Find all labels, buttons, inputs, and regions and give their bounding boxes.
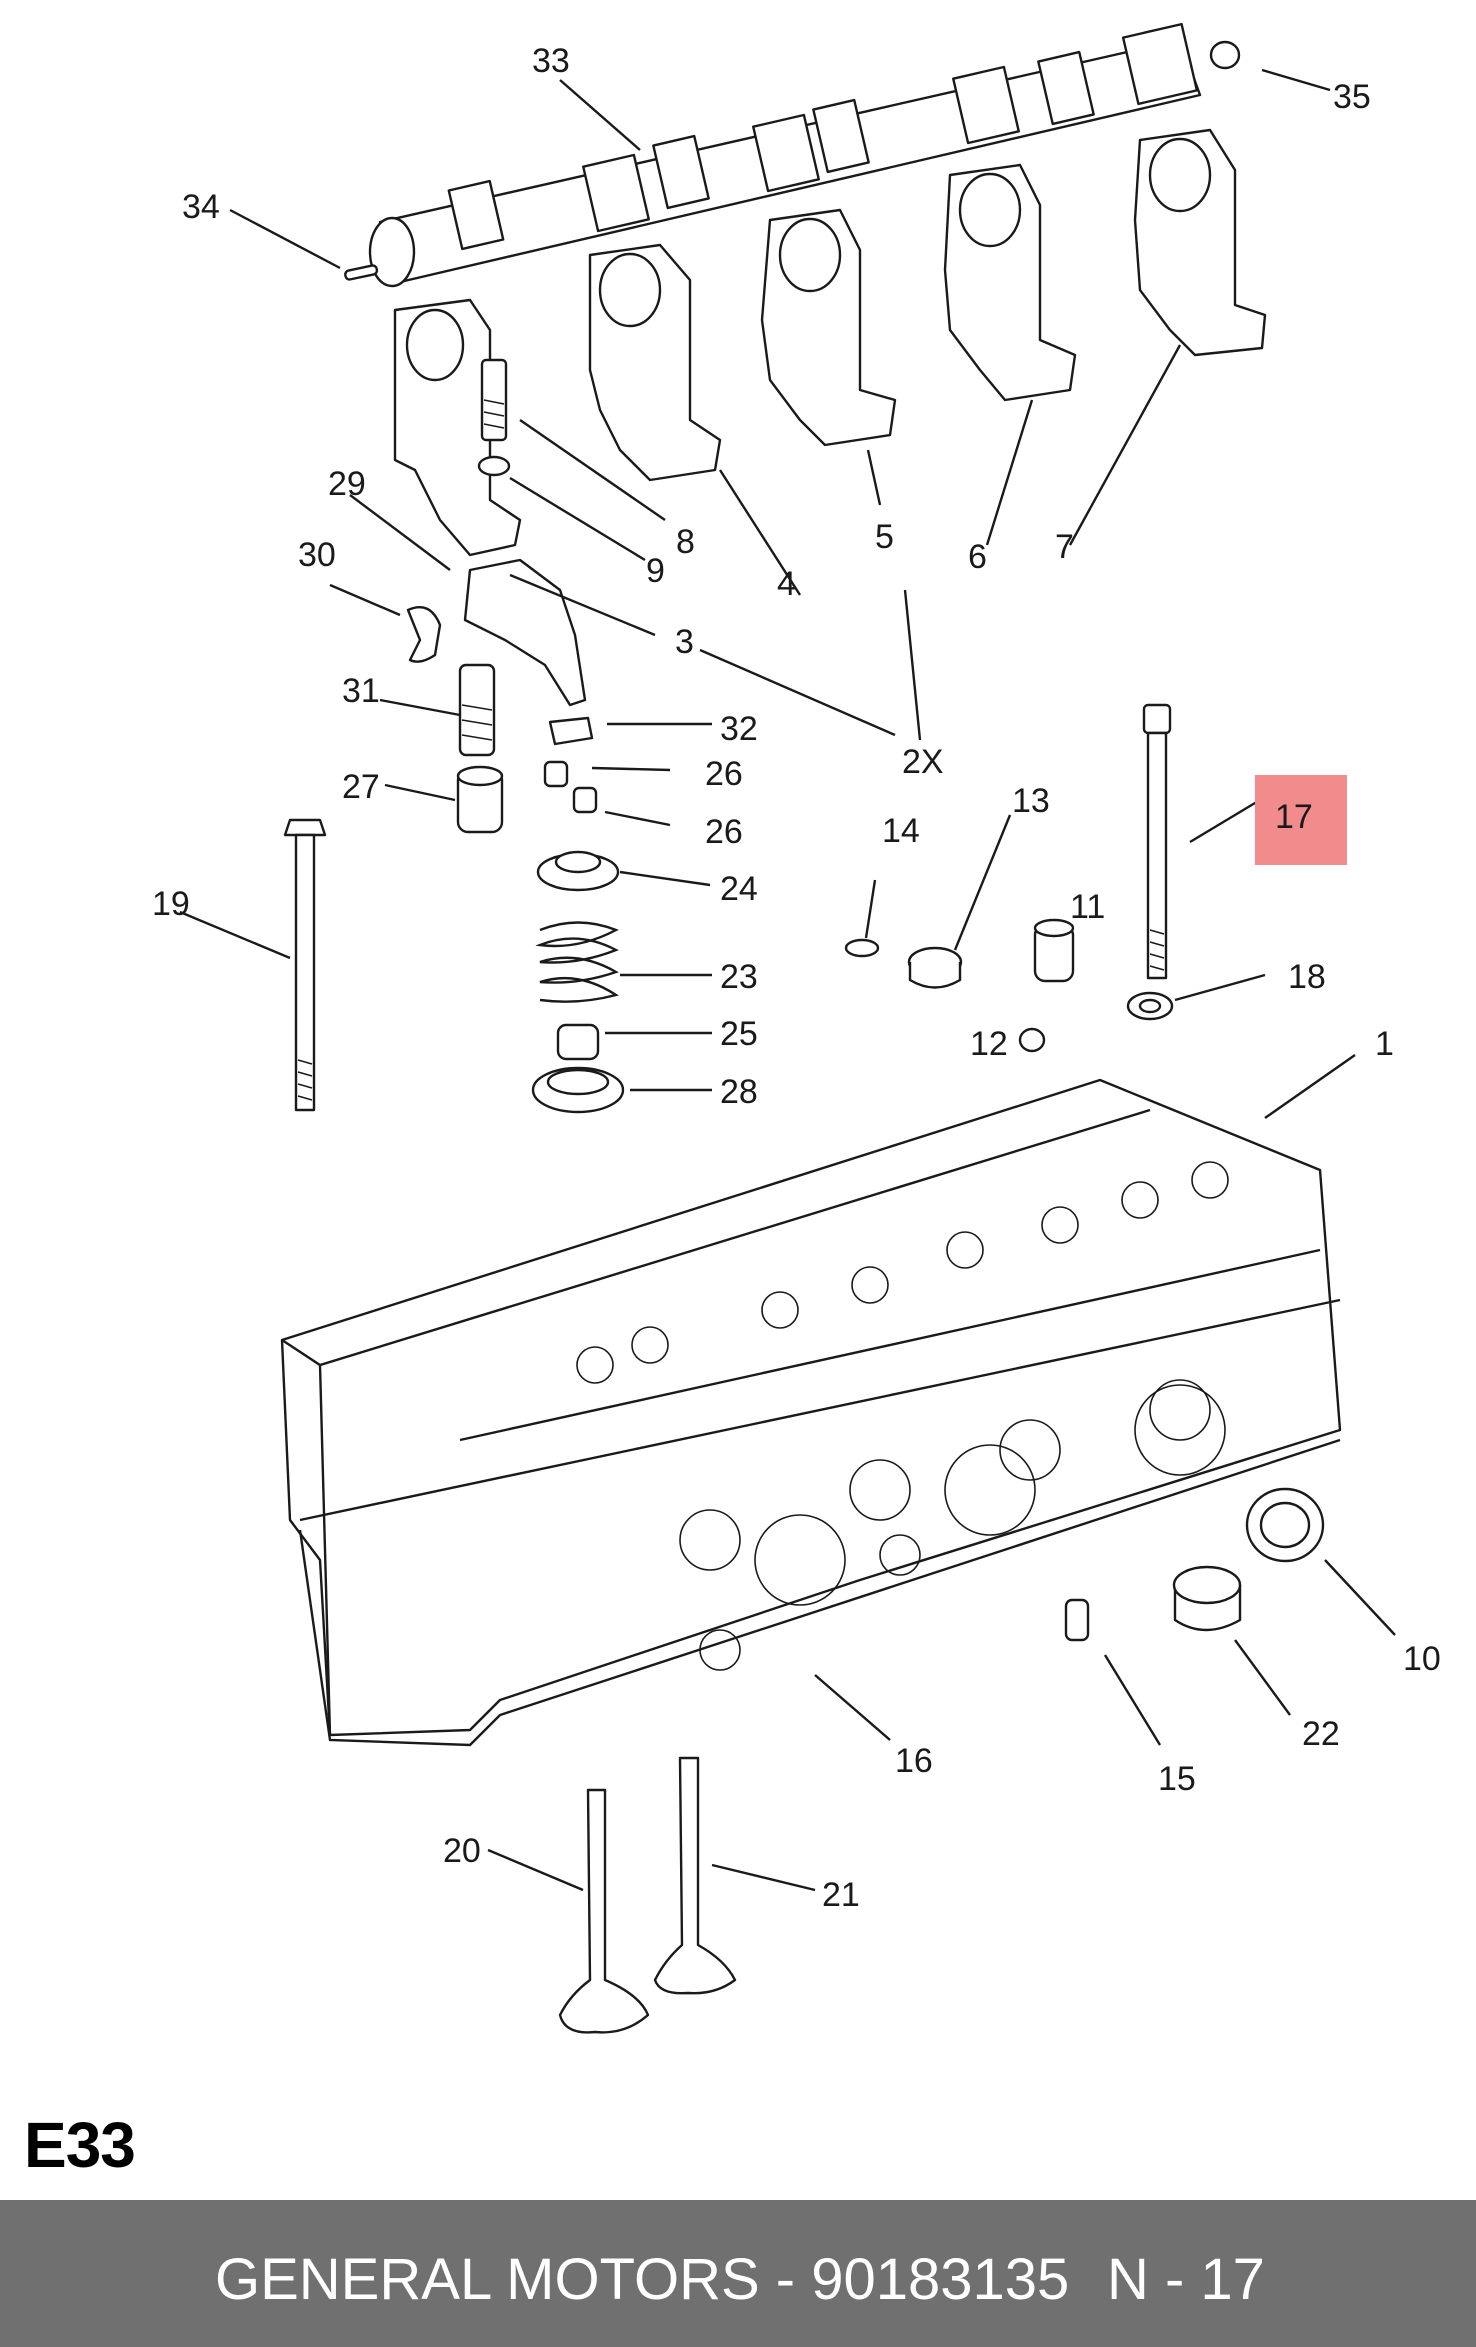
highlight-box [1255, 775, 1347, 865]
callout-1: 1 [1375, 1025, 1394, 1063]
callout-18: 18 [1288, 958, 1326, 996]
long-bolt-part [1126, 703, 1174, 1021]
camshaft-part [344, 22, 1241, 288]
valve-lifter-part [456, 765, 504, 834]
callout-6: 6 [968, 538, 987, 576]
page-code: E33 [24, 2109, 136, 2181]
exploded-parts-diagram: 1 2X 3 4 5 6 7 8 9 10 11 12 13 14 15 16 … [152, 22, 1441, 2034]
callout-8: 8 [676, 523, 695, 561]
callout-24: 24 [720, 870, 758, 908]
callout-21: 21 [822, 1876, 860, 1914]
cap-bolt-part [477, 358, 511, 477]
callout-29: 29 [328, 465, 366, 503]
callout-28: 28 [720, 1073, 758, 1111]
callout-27: 27 [342, 768, 380, 806]
callout-19: 19 [152, 885, 190, 923]
footer-bar: GENERAL MOTORS - 90183135 N - 17 [0, 2200, 1476, 2347]
callout-30: 30 [298, 536, 336, 574]
valve-spring-set [531, 716, 625, 1114]
rocker-arm-part [406, 558, 587, 757]
callout-labels: 1 2X 3 4 5 6 7 8 9 10 11 12 13 14 15 16 … [152, 42, 1441, 1914]
callout-25: 25 [720, 1015, 758, 1053]
callout-11: 11 [1070, 888, 1105, 926]
callout-23: 23 [720, 958, 758, 996]
small-seals-parts [844, 918, 1075, 1053]
callout-10: 10 [1403, 1640, 1441, 1678]
callout-15: 15 [1158, 1760, 1196, 1798]
callout-7: 7 [1055, 528, 1074, 566]
callout-20: 20 [443, 1832, 481, 1870]
bearing-caps [393, 128, 1267, 557]
callout-12: 12 [970, 1025, 1008, 1063]
callout-33: 33 [532, 42, 570, 80]
callout-2x: 2X [902, 743, 944, 781]
callout-5: 5 [875, 518, 894, 556]
leader-lines [179, 68, 1396, 1892]
callout-17: 17 [1275, 798, 1313, 836]
callout-22: 22 [1302, 1715, 1340, 1753]
seal-plug-parts [1064, 1487, 1325, 1642]
callout-14: 14 [882, 812, 920, 850]
callout-3: 3 [675, 623, 694, 661]
callout-31: 31 [342, 672, 380, 710]
head-bolt-part [283, 818, 327, 1112]
callout-4: 4 [777, 565, 796, 603]
callout-16: 16 [895, 1742, 933, 1780]
callout-13: 13 [1012, 782, 1050, 820]
cylinder-head-part [280, 1078, 1342, 1747]
callout-34: 34 [182, 188, 220, 226]
callout-9: 9 [646, 552, 665, 590]
callout-35: 35 [1333, 78, 1371, 116]
part-number-text: GENERAL MOTORS - 90183135 [215, 2247, 1070, 2312]
callout-32: 32 [720, 710, 758, 748]
reference-label: N - 17 [1107, 2247, 1265, 2312]
valves-part [558, 1756, 737, 2034]
callout-26-upper: 26 [705, 755, 743, 793]
callout-26-lower: 26 [705, 813, 743, 851]
